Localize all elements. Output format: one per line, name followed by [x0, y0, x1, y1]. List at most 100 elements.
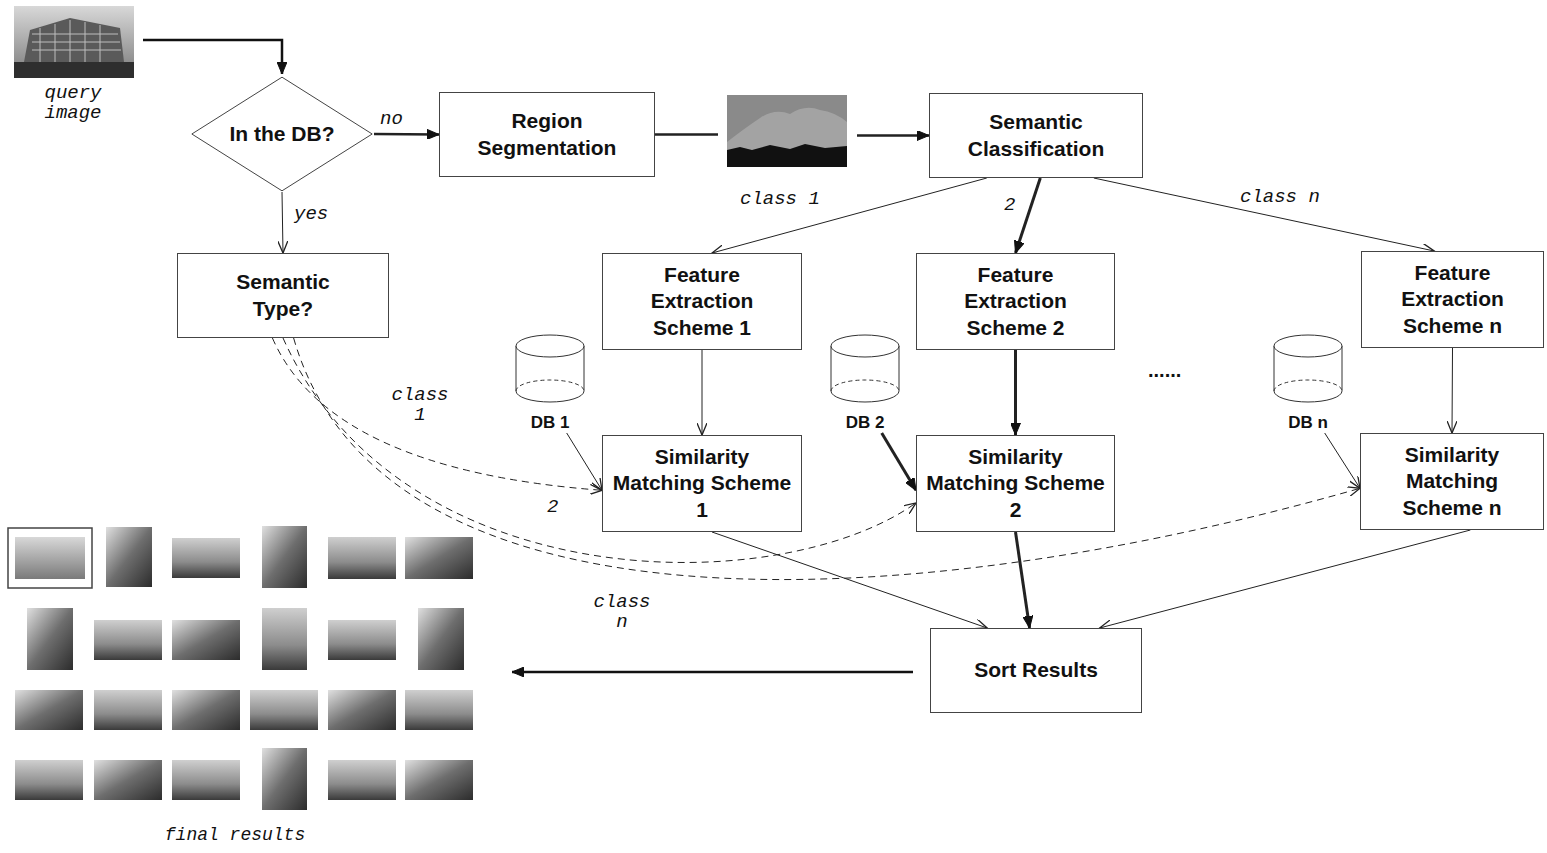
- connector: [655, 135, 929, 136]
- edge-label: yes: [292, 205, 330, 225]
- node-text: Sort Results: [974, 657, 1098, 683]
- cylinder-top: [516, 335, 584, 357]
- thumbnail: [250, 690, 318, 730]
- caption-label: final results: [133, 826, 337, 845]
- ground-band: [14, 62, 134, 78]
- cylinder-top: [1274, 335, 1342, 357]
- thumbnail: [15, 537, 85, 579]
- thumbnail: [405, 690, 473, 730]
- database: DB 2: [827, 333, 903, 433]
- database: DB n: [1270, 333, 1346, 433]
- thumbnail: [94, 620, 162, 660]
- segmented-image: [727, 95, 847, 167]
- cylinder-symbol: [827, 333, 903, 407]
- segment-region: [727, 108, 847, 152]
- dashed-connector: [294, 338, 1360, 580]
- dashed-connector: [283, 338, 916, 562]
- node-text: Feature Extraction Scheme n: [1369, 260, 1536, 339]
- selected-frame: [8, 528, 92, 588]
- connector: [702, 350, 703, 435]
- edge-label: 2: [545, 498, 560, 518]
- building-windows: [32, 20, 121, 62]
- node-text: In the DB?: [230, 121, 335, 147]
- node-text: Semantic Type?: [218, 269, 348, 322]
- thumbnail: [328, 760, 396, 800]
- connector: [1325, 433, 1360, 488]
- process-box: Semantic Classification: [929, 93, 1143, 178]
- process-box: Similarity Matching Scheme n: [1360, 433, 1544, 530]
- cylinder-back: [831, 380, 899, 391]
- connector: [567, 433, 602, 490]
- node-text: Similarity Matching Scheme n: [1368, 442, 1536, 521]
- thumbnail: [405, 760, 473, 800]
- thumbnail: [172, 620, 240, 660]
- node-text: Region Segmentation: [447, 108, 647, 161]
- edge-label: class n: [1238, 188, 1322, 208]
- diamond-shape: [192, 77, 372, 191]
- thumbnail: [405, 537, 473, 579]
- connector: [1452, 348, 1454, 433]
- process-box: Sort Results: [930, 628, 1142, 713]
- edge-label: class 1: [383, 386, 457, 426]
- results-arrow: [512, 671, 913, 674]
- connector: [1094, 178, 1434, 251]
- node-text: Feature Extraction Scheme 2: [924, 262, 1107, 341]
- edge-label: 2: [1002, 196, 1017, 216]
- thumbnail: [94, 760, 162, 800]
- thumbnail: [15, 690, 83, 730]
- connector: [374, 133, 439, 136]
- edge-label: class 1: [738, 190, 822, 210]
- connector: [1016, 178, 1041, 253]
- process-box: Similarity Matching Scheme 2: [916, 435, 1115, 532]
- cylinder-symbol: [1270, 333, 1346, 407]
- connector: [282, 192, 283, 253]
- process-box: Similarity Matching Scheme 1: [602, 435, 802, 532]
- process-box: Feature Extraction Scheme n: [1361, 251, 1544, 348]
- thumbnail: [27, 608, 73, 670]
- thumbnail: [328, 537, 396, 579]
- thumbnail: [172, 760, 240, 800]
- process-box: Feature Extraction Scheme 2: [916, 253, 1115, 350]
- connector: [882, 433, 916, 490]
- connector: [1100, 530, 1471, 628]
- thumbnail: [94, 690, 162, 730]
- cylinder-top: [831, 335, 899, 357]
- cylinder-symbol: [512, 333, 588, 407]
- edge-label: class n: [585, 593, 659, 633]
- connector: [712, 178, 987, 253]
- connector: [712, 532, 987, 628]
- thumbnail: [328, 620, 396, 660]
- thumbnail: [328, 690, 396, 730]
- dashed-connector: [272, 338, 602, 490]
- node-text: Similarity Matching Scheme 2: [924, 444, 1107, 523]
- thumbnail: [172, 538, 240, 578]
- caption-label: query image: [26, 84, 120, 124]
- query-image: [14, 6, 134, 78]
- thumbnail: [418, 608, 464, 670]
- thumbnail: [262, 526, 307, 588]
- process-box: Feature Extraction Scheme 1: [602, 253, 802, 350]
- thumbnail: [106, 527, 152, 587]
- thumbnail: [262, 748, 307, 810]
- building-shape: [24, 18, 124, 62]
- caption-label: ......: [1146, 360, 1183, 381]
- connector: [1014, 350, 1017, 435]
- decision-diamond: In the DB?: [190, 76, 374, 192]
- node-text: DB 1: [531, 412, 570, 433]
- segment-region: [727, 144, 847, 167]
- decision-box: Semantic Type?: [177, 253, 389, 338]
- node-text: Feature Extraction Scheme 1: [610, 262, 794, 341]
- thumbnail: [172, 690, 240, 730]
- thumbnail: [262, 608, 307, 670]
- cylinder-back: [1274, 380, 1342, 391]
- node-text: Semantic Classification: [937, 109, 1135, 162]
- connector: [1016, 532, 1030, 628]
- node-text: DB 2: [846, 412, 885, 433]
- query-arrow: [143, 40, 282, 74]
- node-text: DB n: [1288, 412, 1328, 433]
- cylinder-back: [516, 380, 584, 391]
- edge-label: no: [378, 110, 405, 130]
- thumbnail: [15, 760, 83, 800]
- node-text: Similarity Matching Scheme 1: [610, 444, 794, 523]
